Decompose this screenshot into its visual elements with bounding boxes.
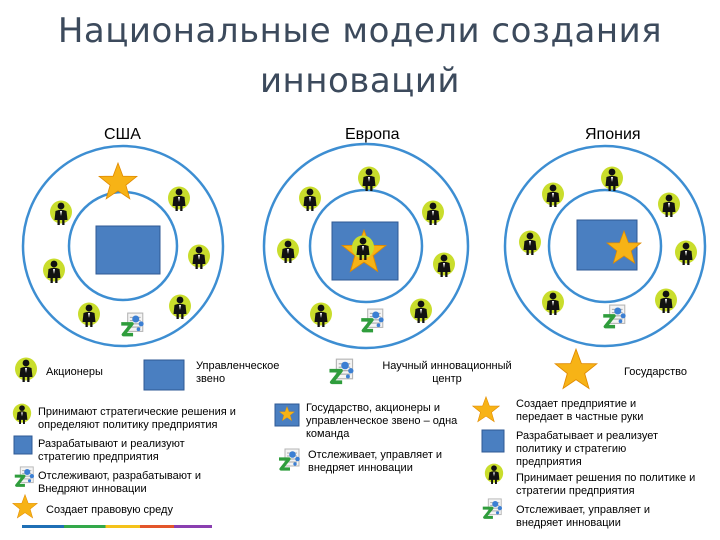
usa-note-shareholders: Принимают стратегические решения и опред… [38,406,236,431]
japan-model [503,144,707,348]
europe-note-team: Государство, акционеры и управленческое … [306,402,458,440]
color-footer-bar [22,525,212,528]
legend-state-label: Государство [624,366,688,378]
region-label-europe: Европа [345,126,400,143]
legend-row [15,348,598,391]
legend-research-center-label: Научный инновационный центр [382,360,512,385]
usa-note-research-center: Отслеживают, разрабатывают и Внедряют ин… [38,470,202,495]
europe-note-research-icon [277,448,302,471]
region-label-japan: Япония [585,126,641,143]
region-label-usa: США [104,126,141,143]
usa-note-management: Разрабатывают и реализуют стратегию пред… [38,438,185,463]
legend-management-square [143,359,185,391]
japan-note-state-star-icon [472,396,500,423]
usa-note-management-square [13,435,33,455]
usa-note-state: Создает правовую среду [46,504,173,516]
europe-note-research-center: Отслеживает, управляет и внедряет иннова… [308,449,443,474]
japan-note-research-center: Отслеживает, управляет и внедряет иннова… [516,504,651,529]
usa-management-square [95,225,161,275]
usa-note-research-icon [13,466,36,487]
legend-shareholders-label: Акционеры [46,366,103,378]
legend-state-star-icon [554,348,598,389]
usa-note-shareholders-icon [12,403,32,424]
japan-note-management-square [481,429,505,453]
legend-research-center-icon [327,358,356,385]
europe-notes-icons [274,403,302,471]
japan-notes-icons [472,396,505,519]
legend-management-label: Управленческое звено [196,360,280,385]
japan-note-shareholders-icon [484,463,504,484]
japan-note-management: Разрабатывает и реализует политику и стр… [516,430,659,468]
japan-note-research-icon [481,498,504,519]
usa-model [21,144,225,348]
japan-note-state: Создает предприятие и передает в частные… [516,398,644,423]
legend-shareholders-icon [15,357,37,382]
japan-note-shareholders: Принимает решения по политике и стратеги… [516,472,696,497]
page-title: Национальные модели создания инноваций [57,11,663,101]
usa-note-state-star-icon [12,494,38,519]
europe-model [262,142,470,350]
usa-notes-icons [12,403,38,519]
